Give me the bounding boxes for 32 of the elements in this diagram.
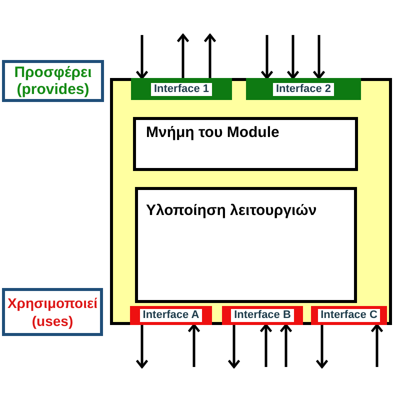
arrow: [286, 35, 300, 80]
category-label: Χρησιμοποιεί (uses): [6, 294, 99, 330]
arrow: [280, 324, 292, 367]
arrow: [228, 325, 240, 368]
interface-label: Interface B: [231, 309, 294, 322]
interface-box: [246, 78, 361, 100]
interface-label: Interface 2: [272, 82, 334, 96]
label-box: [2, 288, 103, 336]
arrow: [370, 324, 384, 367]
interface-label: Interface 1: [150, 82, 212, 96]
arrow: [188, 324, 200, 367]
interface-box: [131, 78, 232, 100]
category-label: Προσφέρει (provides): [13, 64, 93, 98]
arrow: [260, 324, 272, 367]
arrow: [176, 34, 190, 78]
implementation-box: [135, 187, 357, 303]
interface-box: [130, 306, 212, 325]
memory-box: [133, 117, 358, 171]
arrow: [316, 325, 328, 368]
module-box: [110, 78, 392, 325]
arrow: [136, 325, 148, 368]
box-title: Μνήμη του Module: [146, 123, 280, 142]
arrow: [204, 34, 216, 78]
interface-box: [222, 306, 303, 325]
box-title: Υλοποίηση λειτουργιών: [146, 201, 317, 220]
interface-label: Interface A: [140, 309, 202, 322]
arrow: [136, 35, 148, 80]
interface-box: [311, 306, 387, 325]
interface-label: Interface C: [318, 309, 380, 322]
arrow: [312, 35, 326, 80]
arrow: [260, 35, 274, 80]
label-box: [2, 60, 104, 102]
